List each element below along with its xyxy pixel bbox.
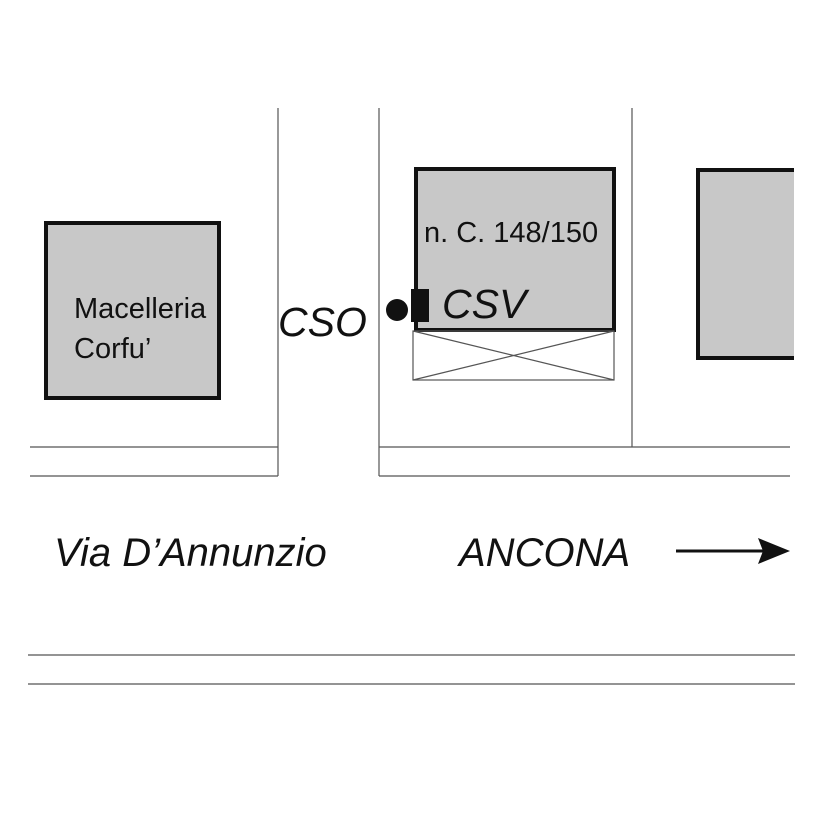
direction-label: ANCONA — [457, 531, 630, 575]
arrow-right-icon — [676, 538, 790, 564]
building-macelleria — [44, 221, 221, 400]
macelleria-label-line1: Macelleria — [74, 293, 207, 325]
porch-area — [412, 330, 615, 381]
building-right — [696, 168, 800, 360]
building-number-label: n. C. 148/150 — [424, 217, 598, 249]
right-edge-mask — [794, 160, 827, 370]
csv-label: CSV — [442, 281, 530, 327]
road-lines — [28, 108, 795, 685]
street-name-label: Via D’Annunzio — [54, 531, 327, 575]
building-center — [414, 167, 616, 332]
csv-marker-square — [411, 289, 429, 322]
cso-label: CSO — [278, 299, 367, 345]
cso-marker-dot — [386, 299, 408, 321]
macelleria-label-line2: Corfu’ — [74, 333, 151, 365]
